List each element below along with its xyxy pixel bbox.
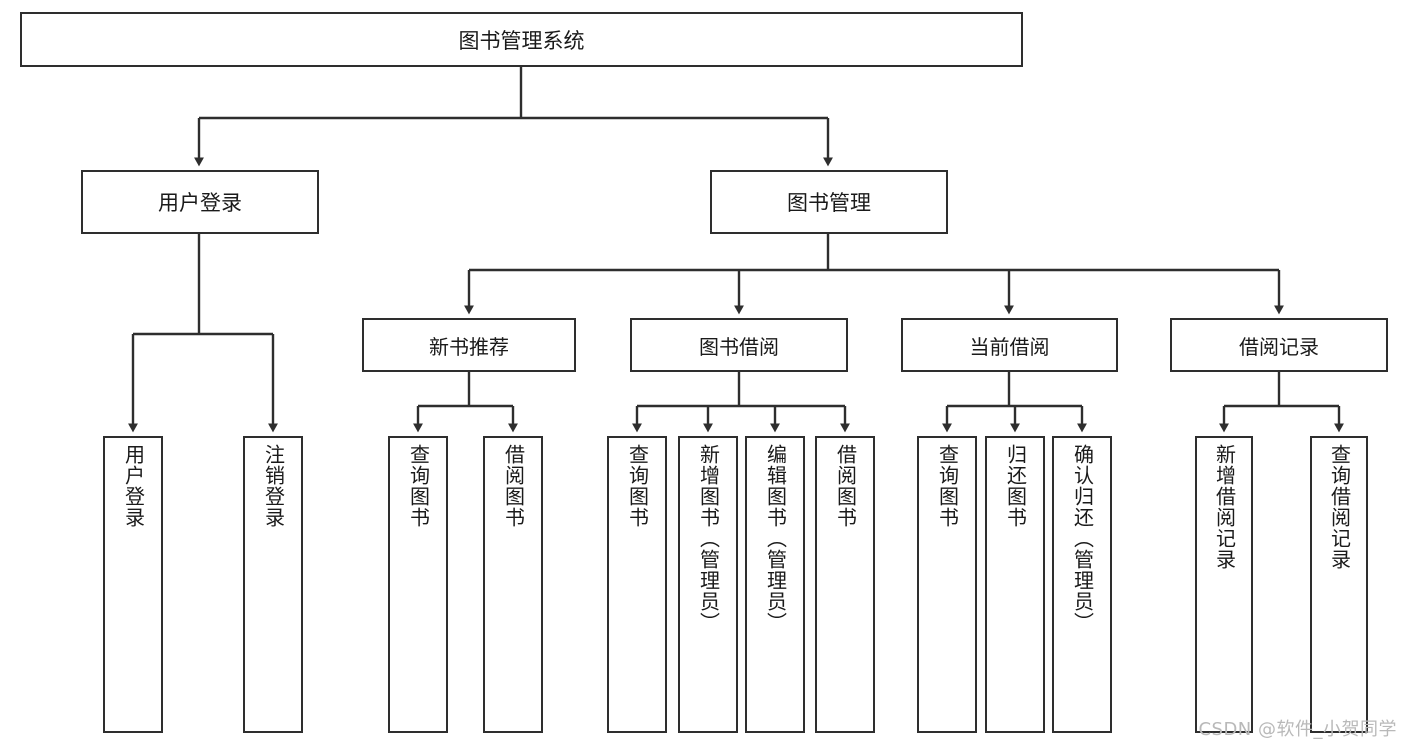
node-leaf-12[interactable]: 查询借阅记录: [1310, 436, 1368, 733]
node-label: 借阅图书: [501, 444, 526, 528]
node-level2-1[interactable]: 图书借阅: [630, 318, 848, 372]
node-label: 新增借阅记录: [1212, 444, 1237, 570]
node-leaf-0[interactable]: 用户登录: [103, 436, 163, 733]
node-label: 用户登录: [158, 191, 242, 215]
node-leaf-4[interactable]: 查询图书: [607, 436, 667, 733]
node-leaf-9[interactable]: 归还图书: [985, 436, 1045, 733]
node-label: 图书管理: [787, 191, 871, 215]
node-leaf-6[interactable]: 编辑图书（管理员）: [745, 436, 805, 733]
node-label: 注销登录: [261, 444, 286, 528]
node-level1-1[interactable]: 图书管理: [710, 170, 948, 234]
node-label: 当前借阅: [969, 334, 1050, 359]
node-root-book-management-system[interactable]: 图书管理系统: [20, 12, 1023, 67]
node-label: 查询图书: [935, 444, 960, 528]
node-label: 借阅图书: [833, 444, 858, 528]
node-label: 确认归还（管理员）: [1070, 444, 1095, 633]
node-leaf-5[interactable]: 新增图书（管理员）: [678, 436, 738, 733]
node-level2-3[interactable]: 借阅记录: [1170, 318, 1388, 372]
csdn-watermark: CSDN @软件_小贺同学: [1198, 719, 1397, 740]
node-label: 新书推荐: [429, 334, 509, 359]
node-label: 新增图书（管理员）: [696, 444, 721, 633]
node-label: 查询借阅记录: [1327, 444, 1352, 570]
node-label: 借阅记录: [1239, 334, 1319, 359]
node-label: 编辑图书（管理员）: [763, 444, 788, 633]
node-label: 图书管理系统: [458, 28, 585, 53]
node-label: 查询图书: [406, 444, 431, 528]
node-label: 图书借阅: [699, 334, 779, 359]
node-leaf-1[interactable]: 注销登录: [243, 436, 303, 733]
node-level2-0[interactable]: 新书推荐: [362, 318, 576, 372]
node-label: 查询图书: [625, 444, 650, 528]
node-label: 用户登录: [121, 444, 146, 528]
node-leaf-3[interactable]: 借阅图书: [483, 436, 543, 733]
node-leaf-8[interactable]: 查询图书: [917, 436, 977, 733]
node-leaf-10[interactable]: 确认归还（管理员）: [1052, 436, 1112, 733]
node-leaf-11[interactable]: 新增借阅记录: [1195, 436, 1253, 733]
node-label: 归还图书: [1003, 444, 1028, 528]
node-leaf-2[interactable]: 查询图书: [388, 436, 448, 733]
node-leaf-7[interactable]: 借阅图书: [815, 436, 875, 733]
node-level1-0[interactable]: 用户登录: [81, 170, 319, 234]
node-level2-2[interactable]: 当前借阅: [901, 318, 1118, 372]
